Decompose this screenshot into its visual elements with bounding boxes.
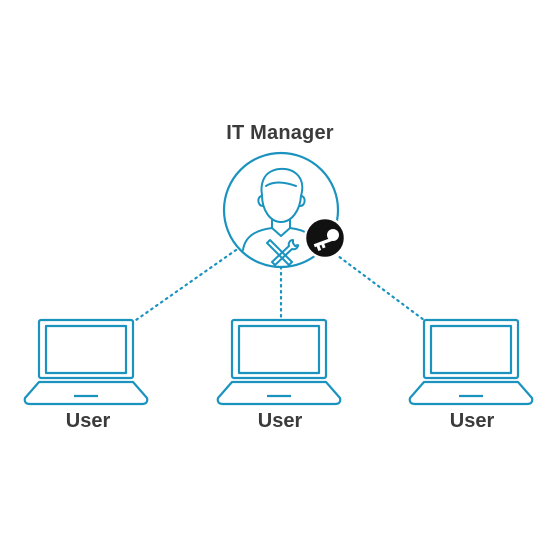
laptop-icon <box>408 318 534 406</box>
key-icon <box>313 229 339 252</box>
laptop-icon <box>216 318 342 406</box>
manager-title: IT Manager <box>226 122 334 144</box>
user-label: User <box>257 410 303 432</box>
laptop-icon <box>23 318 149 406</box>
user-label: User <box>65 410 111 432</box>
user-label: User <box>449 410 495 432</box>
tools-icon <box>266 239 299 266</box>
connector-right <box>328 248 426 322</box>
connectors <box>134 248 426 322</box>
key-badge <box>303 216 347 260</box>
person-icon <box>242 167 320 251</box>
connector-left <box>134 248 238 322</box>
